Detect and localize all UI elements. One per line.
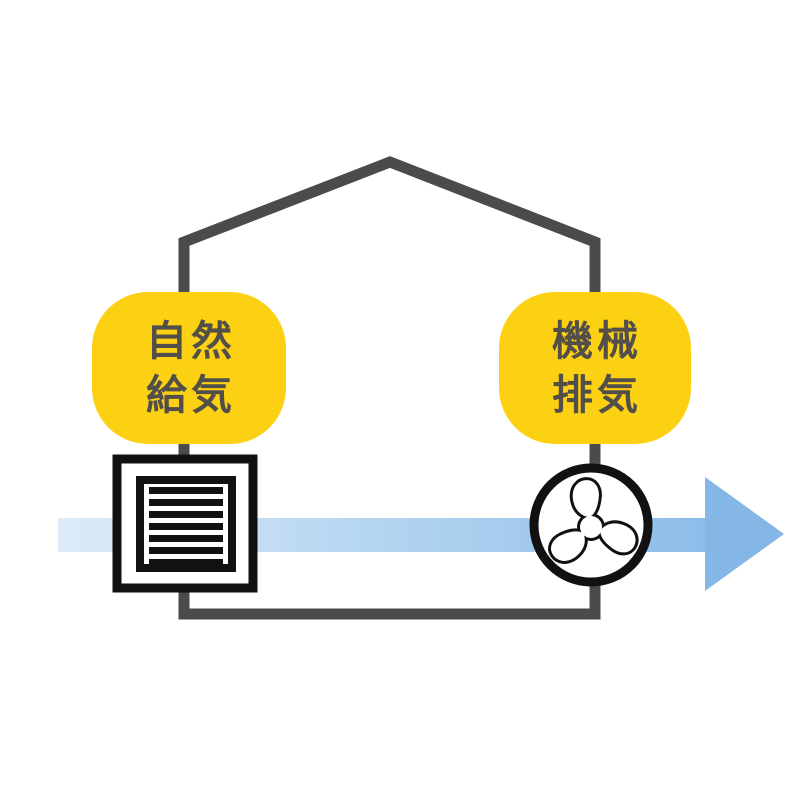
- badge-natural-supply-line2: 給気: [146, 372, 236, 418]
- badge-mechanical-exhaust-line2: 排気: [552, 372, 642, 418]
- airflow-arrowhead-icon: [705, 477, 784, 591]
- badge-mechanical-exhaust: 機械 排気: [499, 292, 691, 444]
- fan-propeller: [548, 477, 639, 564]
- vent-grille-icon: [112, 454, 258, 593]
- badge-natural-supply: 自然 給気: [92, 292, 286, 444]
- grille-slats: [149, 487, 223, 566]
- badge-natural-supply-line1: 自然: [146, 317, 236, 364]
- badge-mechanical-exhaust-line1: 機械: [552, 317, 642, 364]
- exhaust-fan-icon: [529, 463, 653, 587]
